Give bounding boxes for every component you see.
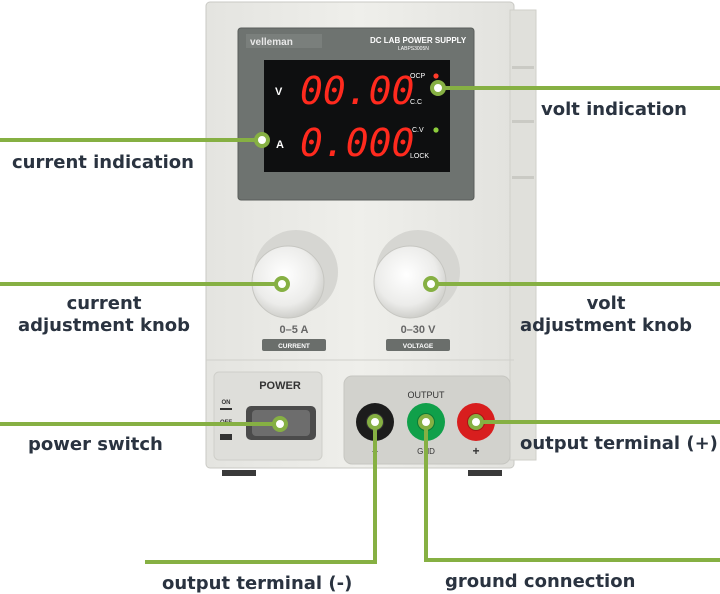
foot [222,470,256,476]
current-range-label: 0–5 A [280,324,309,336]
brand-logo: velleman [250,37,293,48]
lcd-window [264,60,450,172]
power-label: POWER [259,380,301,392]
leader-output-minus [145,422,377,564]
off-mark [220,434,232,440]
positive-symbol: + [472,444,479,458]
side-groove [512,176,534,179]
marker-ground [418,414,434,430]
side-groove [512,66,534,69]
current-unit-label: A [276,139,284,151]
brand-plate [246,34,322,48]
label-ground-connection: ground connection [445,571,635,592]
current-readout: 0.000 [300,121,414,165]
model-number: LABPS3005N [398,46,429,52]
cv-label: C.V [412,127,424,134]
marker-volt-indication [430,80,446,96]
device-title: DC LAB POWER SUPPLY [370,36,467,45]
label-power-switch: power switch [28,434,163,455]
power-on-label: ON [222,400,231,406]
output-label: OUTPUT [408,390,446,400]
voltage-tag-plate [386,339,450,351]
side-groove [512,120,534,123]
power-supply-unit: velleman DC LAB POWER SUPPLY LABPS3005N … [205,1,537,476]
label-output-plus: output terminal (+) [520,433,718,454]
ocp-label: OCP [410,73,426,80]
marker-power-switch [272,416,288,432]
cv-indicator-led [433,127,439,133]
label-volt-knob-line2: adjustment knob [520,315,692,336]
label-volt-knob-line1: volt [587,293,626,314]
voltage-tag: VOLTAGE [403,343,434,350]
label-output-minus: output terminal (-) [162,573,352,594]
marker-output-plus [468,414,484,430]
callout-labels: volt indication current indication curre… [12,99,718,594]
label-current-knob-line1: current [67,293,142,314]
leader-endpoints [254,80,484,432]
foot [468,470,502,476]
voltage-unit-label: V [275,86,283,98]
voltage-range-label: 0–30 V [401,324,437,336]
leader-ground [424,422,720,562]
leader-lines [0,86,720,564]
label-current-indication: current indication [12,152,194,173]
on-mark [220,408,232,410]
cc-label: C.C [410,99,422,106]
label-current-knob-line2: adjustment knob [18,315,190,336]
label-volt-indication: volt indication [541,99,687,120]
current-tag: CURRENT [278,343,310,350]
marker-current-knob [274,276,290,292]
marker-output-minus [367,414,383,430]
current-tag-plate [262,339,326,351]
voltage-readout: 00.00 [300,69,414,113]
marker-volt-knob [423,276,439,292]
ocp-indicator-led [433,73,439,79]
side-panel [509,9,537,461]
marker-current-indication [254,132,270,148]
lock-label: LOCK [410,153,429,160]
